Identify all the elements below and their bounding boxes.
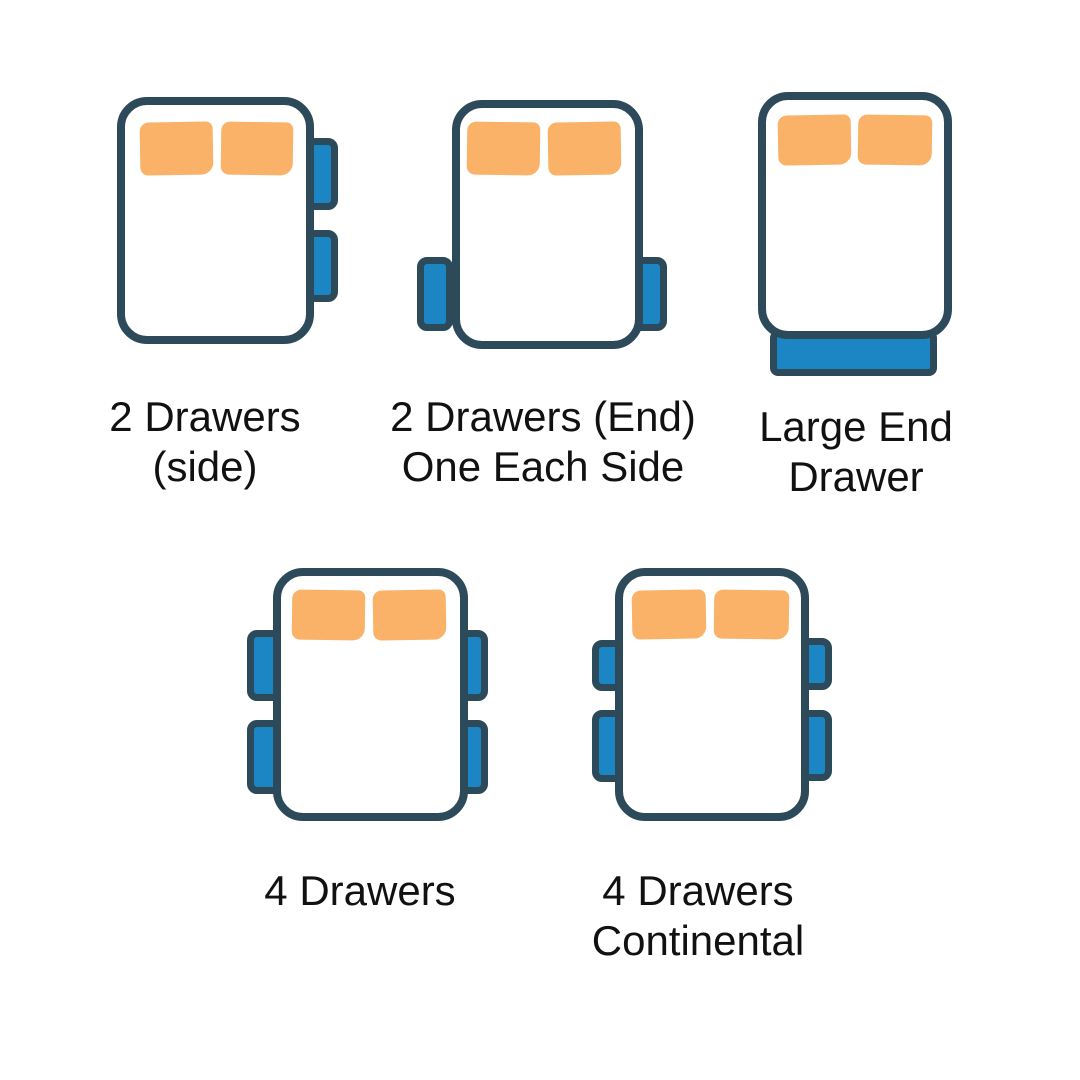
side-drawer: [417, 257, 453, 331]
bed-label-line: 2 Drawers: [109, 393, 301, 440]
bed-label-line: Drawer: [788, 453, 924, 500]
pillow-right: [857, 114, 933, 166]
bed-label: 2 Drawers (End) One Each Side: [363, 392, 723, 492]
bed-label-line: 4 Drawers: [602, 867, 794, 914]
pillow-right: [372, 589, 447, 641]
bed-label: 4 Drawers: [180, 866, 540, 916]
bed-label-line: Large End: [759, 403, 953, 450]
pillow-right: [547, 121, 622, 176]
bed-label: 2 Drawers (side): [25, 392, 385, 492]
bed-label-line: One Each Side: [401, 443, 685, 490]
pillow-right: [220, 121, 294, 176]
bed-label: 4 Drawers Continental: [518, 866, 878, 966]
pillow-left: [291, 589, 366, 641]
bed-label-line: (side): [152, 443, 258, 490]
pillow-left: [466, 121, 541, 176]
pillow-left: [777, 114, 852, 166]
bed-label-line: 4 Drawers: [264, 867, 456, 914]
bed-label-line: 2 Drawers (End): [390, 393, 696, 440]
bed-label: Large End Drawer: [676, 402, 1036, 502]
pillow-left: [139, 121, 214, 176]
pillow-right: [713, 589, 790, 640]
pillow-left: [631, 589, 707, 640]
bed-label-line: Continental: [591, 917, 805, 964]
